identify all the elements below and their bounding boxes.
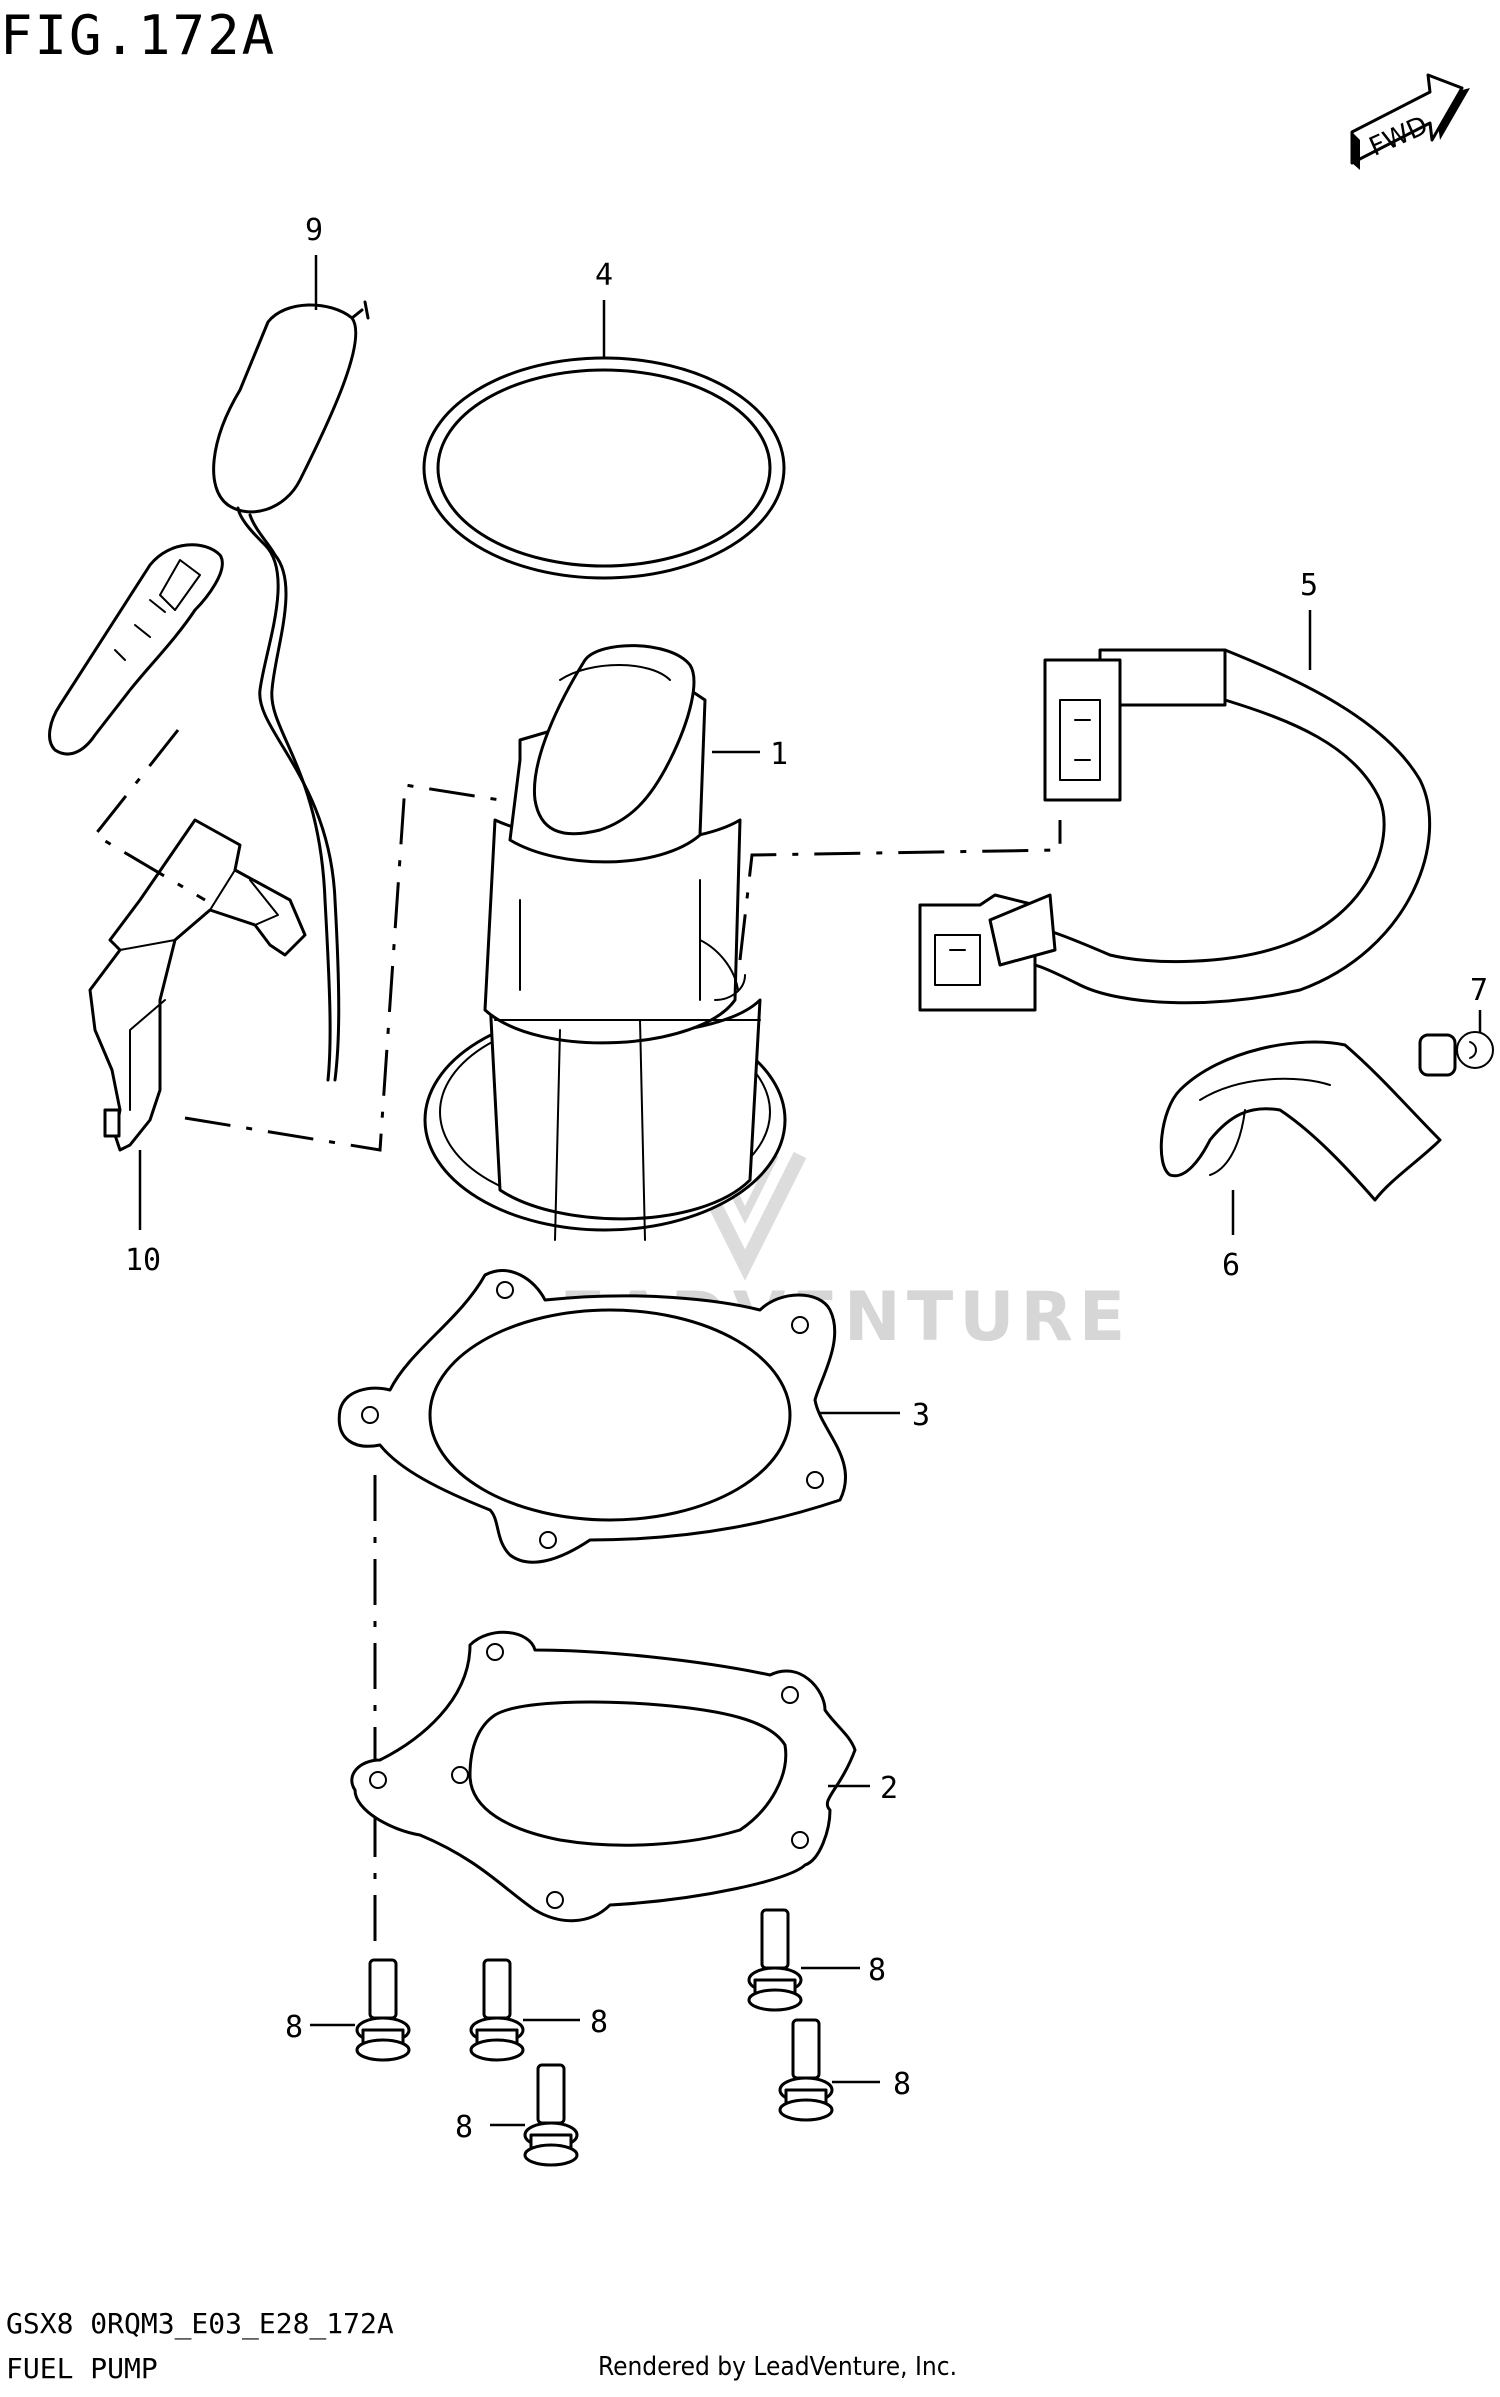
- callout-8: 8: [285, 2010, 303, 2045]
- model-code: GSX8 0RQM3_E03_E28_172A: [6, 2307, 394, 2340]
- bolt-part[interactable]: [747, 1908, 803, 2012]
- callout-10: 10: [125, 1243, 161, 1278]
- o-ring-part[interactable]: [422, 356, 786, 580]
- fuel-hose-part[interactable]: [918, 648, 1432, 1012]
- callout-8: 8: [868, 1953, 886, 1988]
- bolt-part[interactable]: [778, 2018, 834, 2122]
- callout-4: 4: [595, 258, 613, 293]
- callout-8: 8: [455, 2110, 473, 2145]
- callout-8: 8: [590, 2005, 608, 2040]
- nut-part[interactable]: [1418, 1031, 1494, 1077]
- alignment-line: [92, 729, 206, 902]
- alignment-line: [184, 783, 501, 1152]
- callout-5: 5: [1300, 568, 1318, 603]
- figure-title: FIG.172A: [0, 4, 277, 67]
- bolt-part[interactable]: [523, 2063, 579, 2167]
- callout-3: 3: [912, 1398, 930, 1433]
- render-credit: Rendered by LeadVenture, Inc.: [598, 2352, 958, 2382]
- callout-8: 8: [893, 2067, 911, 2102]
- section-name: FUEL PUMP: [6, 2352, 158, 2385]
- callout-9: 9: [305, 213, 323, 248]
- fuel-level-gauge-part[interactable]: [48, 300, 370, 1082]
- callout-2: 2: [880, 1771, 898, 1806]
- fuel-pump-part[interactable]: [423, 644, 787, 1241]
- bracket-part[interactable]: [88, 818, 307, 1152]
- gasket-upper-part[interactable]: [337, 1269, 847, 1564]
- alignment-line: [738, 820, 1062, 961]
- callout-1: 1: [770, 737, 788, 772]
- hose-protector-part[interactable]: [1159, 1040, 1442, 1202]
- callout-6: 6: [1222, 1248, 1240, 1283]
- fwd-arrow-icon: FWD: [1350, 73, 1470, 170]
- bolt-part[interactable]: [355, 1958, 411, 2062]
- gasket-lower-part[interactable]: [350, 1630, 857, 1923]
- bolt-part[interactable]: [469, 1958, 525, 2062]
- callout-7: 7: [1470, 973, 1488, 1008]
